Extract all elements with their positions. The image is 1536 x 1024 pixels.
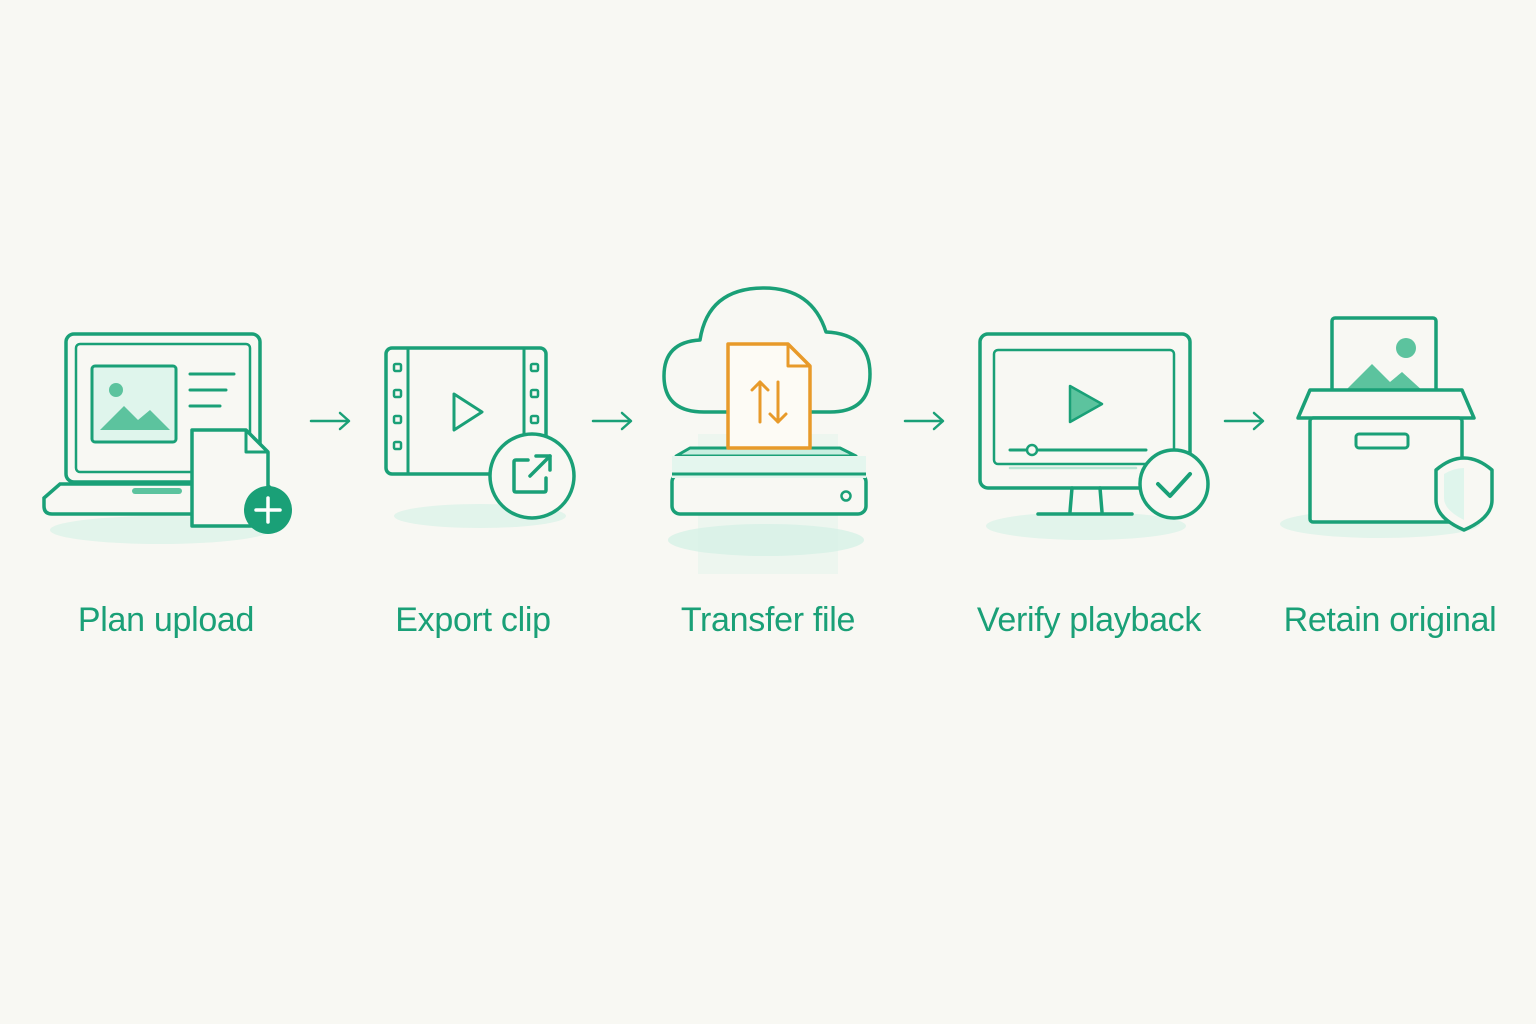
step-label-transfer-file: Transfer file [680,601,856,639]
step-plan-upload [40,330,300,550]
arrow-right-icon [903,411,945,431]
step-verify-playback [976,330,1216,550]
step-label-retain-original: Retain original [1283,601,1497,639]
step-retain-original [1280,312,1510,548]
arrow-right-icon [309,411,351,431]
film-export-icon [384,346,576,528]
step-export-clip [380,340,580,530]
step-label-plan-upload: Plan upload [77,601,255,639]
cloud-transfer-icon [662,286,872,574]
arrow-right-icon [1223,411,1265,431]
step-label-verify-playback: Verify playback [976,601,1202,639]
step-transfer-file [660,284,880,584]
archive-box-shield-icon [1280,316,1494,538]
step-label-export-clip: Export clip [395,601,551,639]
laptop-add-file-icon [42,332,292,544]
monitor-verify-icon [978,332,1210,540]
arrow-right-icon [591,411,633,431]
